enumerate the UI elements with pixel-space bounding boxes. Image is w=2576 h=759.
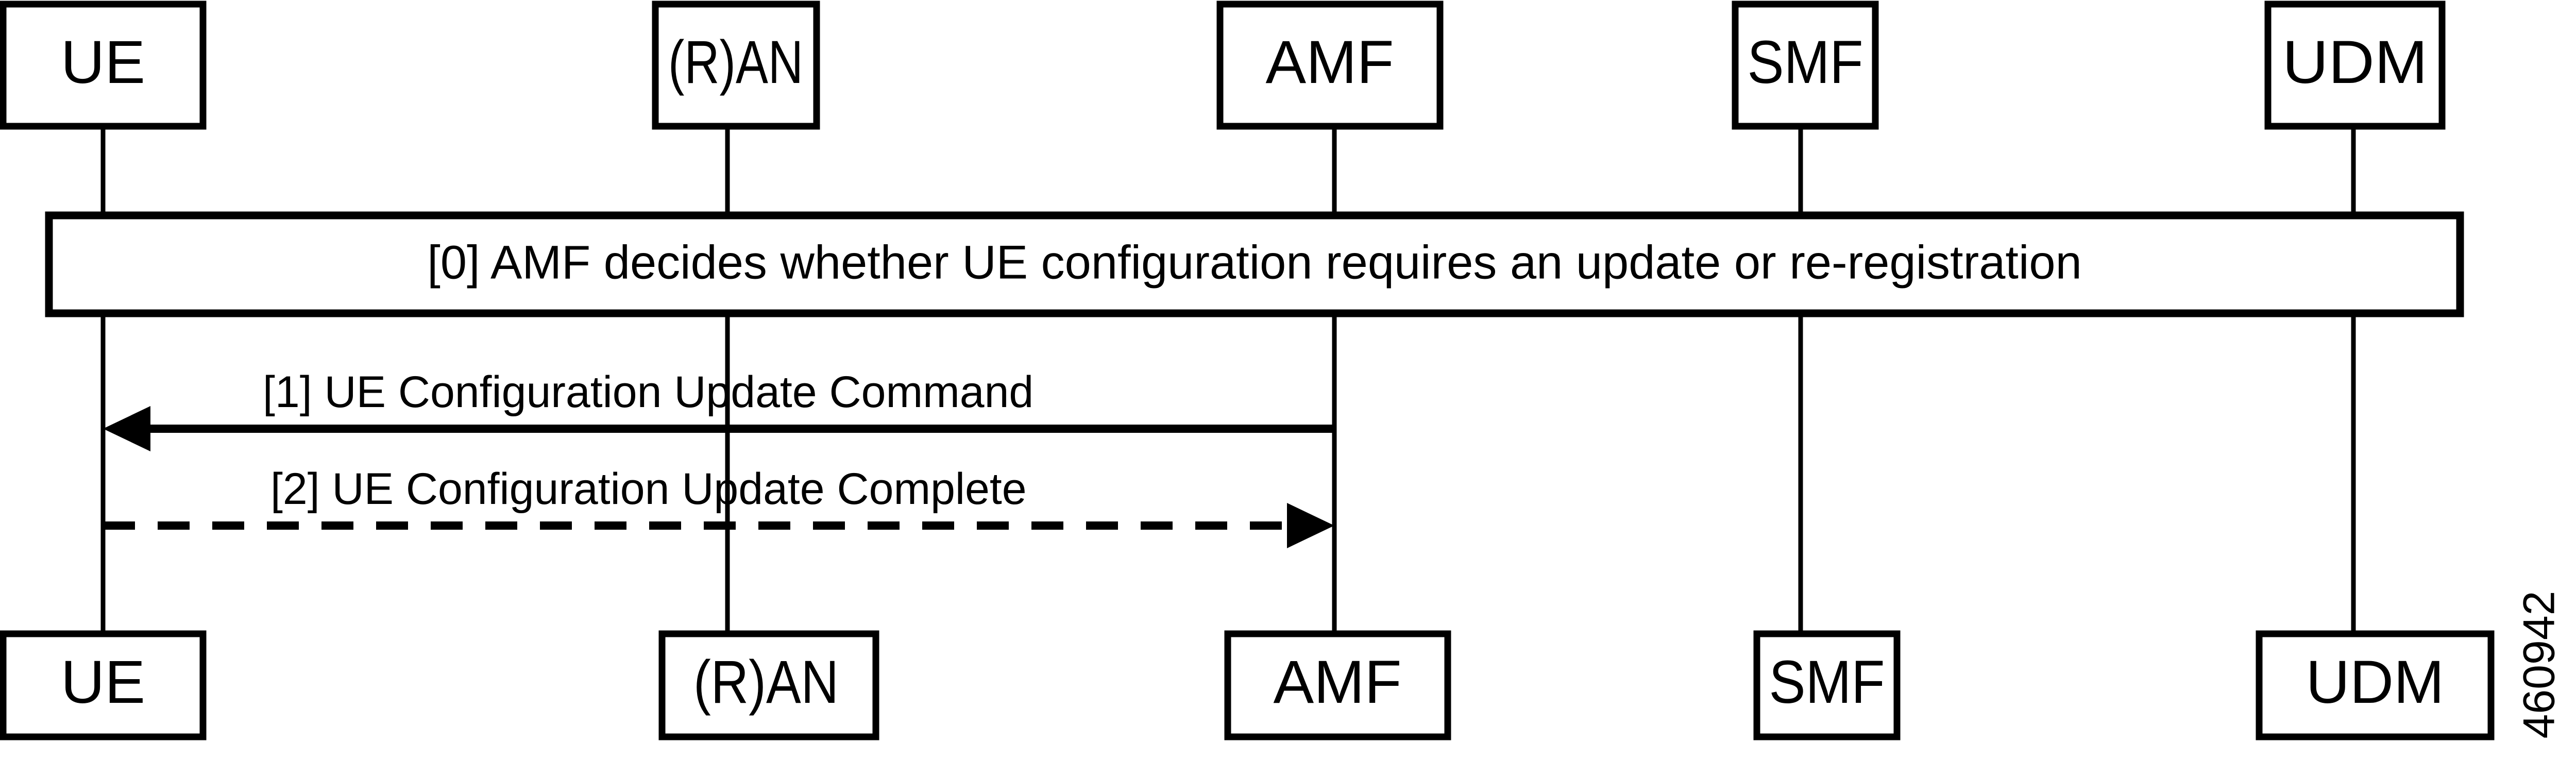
participant-box-udm-bottom[interactable]: UDM: [2256, 630, 2495, 740]
participant-box-rect-udm-bottom: [2256, 630, 2495, 740]
step-2-arrow-head-icon: [1287, 503, 1334, 548]
participant-box-ran-bottom[interactable]: (R)AN: [658, 630, 879, 740]
participant-label-smf-top: SMF: [1748, 28, 1863, 96]
participant-label-ran-bottom: (R)AN: [693, 648, 839, 716]
participant-label-smf-bottom: SMF: [1769, 648, 1885, 716]
participant-label-amf-top: AMF: [1265, 28, 1394, 96]
step-1-arrow-head-icon: [103, 406, 150, 451]
participant-label-ue-top: UE: [61, 28, 145, 96]
figure-reference: 460942: [2515, 591, 2564, 739]
step-0-label: [0] AMF decides whether UE configuration…: [427, 236, 2081, 289]
participant-label-udm-top: UDM: [2282, 28, 2428, 96]
participant-box-udm-top[interactable]: UDM: [2264, 1, 2446, 130]
figure-reference-number: 460942: [2515, 591, 2564, 739]
participant-box-rect-ran-bottom: [658, 630, 879, 740]
participant-box-amf-bottom[interactable]: AMF: [1224, 630, 1451, 740]
step-2-message[interactable]: [2] UE Configuration Update Complete: [103, 464, 1334, 548]
participant-box-smf-top[interactable]: SMF: [1732, 1, 1879, 130]
step-1-message[interactable]: [1] UE Configuration Update Command: [103, 367, 1334, 451]
step-0-box-rect: [45, 211, 2464, 317]
step-0-note-box[interactable]: [0] AMF decides whether UE configuration…: [45, 211, 2464, 317]
participant-box-amf-top[interactable]: AMF: [1216, 1, 1444, 130]
participant-box-smf-bottom[interactable]: SMF: [1753, 630, 1901, 740]
participant-box-rect-ue-top: [0, 1, 207, 130]
participant-label-ue-bottom: UE: [61, 648, 145, 716]
lifeline-lines: [100, 126, 2356, 634]
participant-label-amf-bottom: AMF: [1273, 648, 1401, 716]
participant-box-rect-udm-top: [2264, 1, 2446, 130]
participant-boxes-top: UE (R)AN AMF SMF UDM: [0, 1, 2446, 130]
participant-label-udm-bottom: UDM: [2306, 648, 2445, 716]
participant-box-rect-ran-top: [652, 1, 820, 130]
participant-box-rect-ue-bottom: [0, 630, 207, 740]
participant-box-ran-top[interactable]: (R)AN: [652, 1, 820, 130]
participant-box-rect-smf-bottom: [1753, 630, 1901, 740]
participant-label-ran-top: (R)AN: [668, 28, 803, 96]
participant-box-ue-top[interactable]: UE: [0, 1, 207, 130]
participant-box-rect-amf-bottom: [1224, 630, 1451, 740]
step-1-message-label: [1] UE Configuration Update Command: [263, 367, 1033, 417]
participant-box-ue-bottom[interactable]: UE: [0, 630, 207, 740]
step-2-message-label: [2] UE Configuration Update Complete: [270, 464, 1027, 514]
participant-boxes-bottom: UE (R)AN AMF SMF UDM: [0, 630, 2495, 740]
participant-box-rect-smf-top: [1732, 1, 1879, 130]
participant-box-rect-amf-top: [1216, 1, 1444, 130]
